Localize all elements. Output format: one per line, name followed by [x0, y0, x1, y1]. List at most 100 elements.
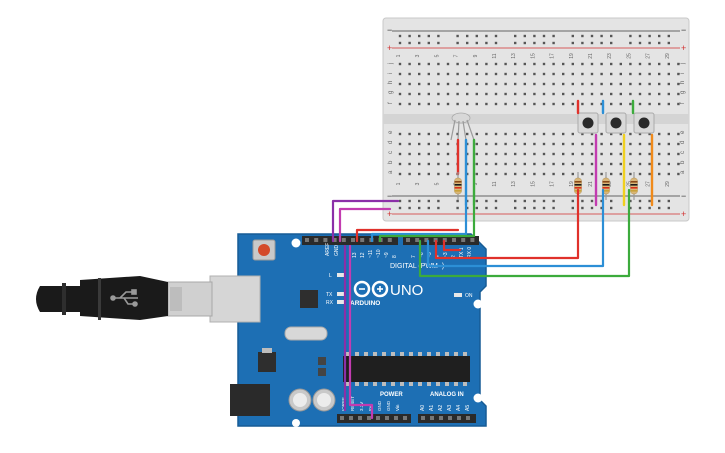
- resistor-4[interactable]: [630, 172, 638, 200]
- header-pin[interactable]: [442, 238, 447, 242]
- pin5-blue-wire: [426, 188, 605, 268]
- row-letter: a: [680, 170, 686, 174]
- terminal-hole: [533, 132, 536, 136]
- header-pin[interactable]: [358, 416, 362, 420]
- header-pin[interactable]: [424, 238, 429, 242]
- rail-hole: [571, 199, 574, 203]
- mounting-hole: [291, 238, 301, 248]
- chip-pin: [427, 352, 431, 356]
- terminal-hole: [552, 102, 555, 106]
- header-pin[interactable]: [341, 238, 346, 242]
- terminal-hole: [466, 62, 469, 66]
- terminal-hole: [677, 72, 680, 76]
- header-pin[interactable]: [461, 238, 466, 242]
- header-pin[interactable]: [470, 238, 475, 242]
- terminal-hole: [600, 162, 603, 166]
- terminal-hole: [629, 62, 632, 66]
- rail-hole: [600, 34, 603, 38]
- analog-pin-label: A3: [447, 405, 453, 411]
- header-pin[interactable]: [360, 238, 365, 242]
- header-pin[interactable]: [430, 416, 434, 420]
- terminal-hole: [648, 92, 651, 96]
- terminal-hole: [610, 172, 613, 176]
- gnd-wire: [331, 199, 400, 243]
- rail-hole: [437, 41, 440, 45]
- header-pin[interactable]: [323, 238, 328, 242]
- row-letter: g: [388, 91, 394, 94]
- header-pin[interactable]: [385, 416, 389, 420]
- header-pin[interactable]: [448, 416, 452, 420]
- header-pin[interactable]: [394, 416, 398, 420]
- header-pin[interactable]: [452, 238, 456, 242]
- push-button-1[interactable]: [577, 112, 599, 134]
- header-pin[interactable]: [351, 238, 355, 242]
- terminal-hole: [638, 172, 642, 176]
- chip-pin: [391, 352, 395, 356]
- terminal-hole: [427, 72, 430, 76]
- reset-button[interactable]: [252, 239, 276, 261]
- terminal-hole: [485, 152, 488, 156]
- terminal-hole: [610, 72, 613, 76]
- header-pin[interactable]: [415, 238, 420, 242]
- usb-plug-detail: [170, 287, 182, 311]
- header-pin[interactable]: [466, 416, 470, 420]
- rail-hole: [408, 199, 411, 203]
- resistor-1[interactable]: [454, 172, 462, 200]
- usb-icon: [110, 289, 138, 307]
- terminal-hole: [590, 172, 594, 176]
- terminal-hole: [494, 92, 498, 96]
- resistor-3[interactable]: [602, 172, 610, 200]
- terminal-hole: [398, 92, 402, 96]
- column-number: 3: [415, 182, 421, 185]
- power-jack[interactable]: [230, 384, 270, 416]
- terminal-hole: [619, 72, 622, 76]
- header-pin[interactable]: [406, 238, 410, 242]
- rgb-led[interactable]: [450, 112, 475, 141]
- header-pin[interactable]: [305, 238, 309, 242]
- header-pin[interactable]: [332, 238, 337, 242]
- header-pin[interactable]: [367, 416, 371, 420]
- terminal-hole: [514, 92, 517, 96]
- chip-pin: [382, 382, 386, 386]
- rx-led-label: RX: [326, 300, 334, 306]
- terminal-hole: [504, 162, 507, 166]
- rail-hole: [437, 199, 440, 203]
- terminal-hole: [542, 142, 546, 146]
- terminal-hole: [552, 142, 555, 146]
- push-button-3[interactable]: [633, 112, 655, 134]
- rail-hole: [638, 199, 642, 203]
- push-button-2[interactable]: [605, 112, 627, 134]
- terminal-hole: [398, 152, 402, 156]
- terminal-hole: [398, 162, 402, 166]
- digital-pin-label: 13: [352, 252, 358, 258]
- rail-hole: [466, 199, 469, 203]
- terminal-hole: [677, 142, 680, 146]
- chip-pin: [445, 352, 449, 356]
- header-pin[interactable]: [439, 416, 443, 420]
- rail-hole: [437, 206, 440, 210]
- terminal-hole: [437, 132, 440, 136]
- header-pin[interactable]: [457, 416, 461, 420]
- terminal-hole: [638, 102, 642, 106]
- terminal-hole: [562, 152, 565, 156]
- header-pin[interactable]: [421, 416, 425, 420]
- row-letter: f: [388, 102, 394, 104]
- terminal-hole: [446, 142, 450, 146]
- header-pin[interactable]: [376, 416, 380, 420]
- usb-socket: [209, 275, 261, 323]
- rail-hole: [552, 206, 555, 210]
- terminal-hole: [581, 92, 584, 96]
- header-pin[interactable]: [349, 416, 353, 420]
- terminal-hole: [552, 72, 555, 76]
- rail-hole: [600, 41, 603, 45]
- chip-pin: [463, 382, 467, 386]
- header-pin[interactable]: [387, 238, 392, 242]
- terminal-hole: [398, 142, 402, 146]
- header-pin[interactable]: [403, 416, 407, 420]
- terminal-hole: [619, 172, 622, 176]
- header-pin[interactable]: [340, 416, 344, 420]
- terminal-hole: [648, 102, 651, 106]
- header-pin[interactable]: [314, 238, 319, 242]
- column-number: 27: [646, 53, 652, 59]
